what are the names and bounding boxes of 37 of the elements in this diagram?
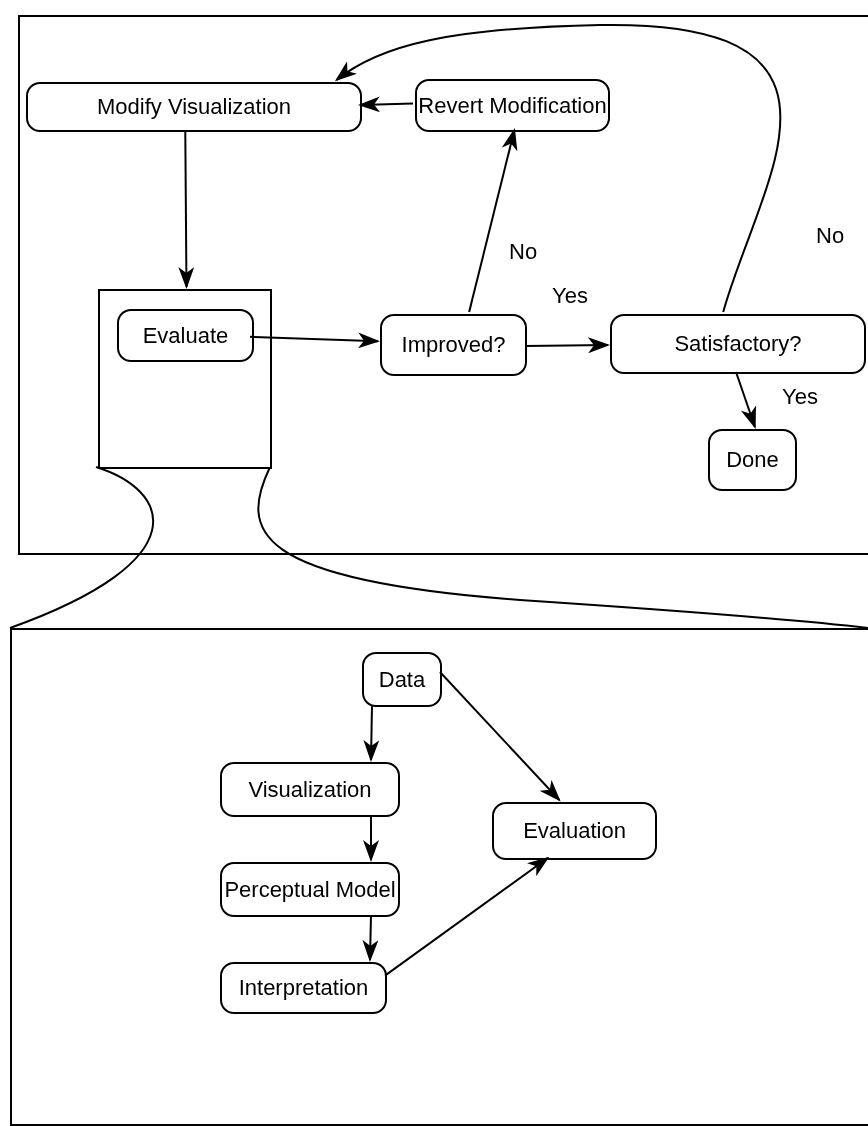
arrow: [249, 332, 380, 349]
arrow: [358, 96, 414, 113]
node-label: Evaluation: [523, 817, 626, 845]
process-box: [220, 762, 400, 817]
node-label: Modify Visualization: [97, 93, 291, 121]
process-box: [708, 429, 797, 491]
process-box: [26, 82, 362, 132]
node-label: Interpretation: [238, 974, 369, 1002]
arrow: [384, 856, 550, 977]
arrow: [439, 671, 561, 802]
process-box: [610, 314, 866, 374]
arrow: [735, 371, 756, 429]
node-label: Evaluate: [142, 321, 229, 350]
arrow: [362, 914, 379, 962]
panel-frame: [10, 628, 868, 1126]
process-box: [117, 309, 254, 362]
process-box: [220, 862, 400, 917]
process-box: [415, 79, 610, 132]
arrow: [178, 129, 195, 289]
node-label: Improved?: [401, 331, 506, 359]
node-label: Revert Modification: [418, 91, 607, 120]
arrow: [334, 24, 782, 313]
node-label: Visualization: [248, 775, 372, 804]
process-box: [362, 652, 442, 707]
arrow: [524, 337, 610, 354]
node-label: Perceptual Model: [224, 875, 396, 904]
node-label: Satisfactory?: [674, 330, 802, 358]
process-box: [220, 962, 387, 1014]
node-label: Data: [378, 665, 426, 694]
process-box: [492, 802, 657, 860]
frame-box: [98, 289, 272, 469]
panel-frame: [18, 15, 868, 555]
arrow: [468, 128, 518, 313]
node-label: Done: [726, 446, 779, 474]
process-box: [380, 314, 527, 376]
arrow: [363, 814, 379, 862]
arrow: [363, 704, 380, 762]
